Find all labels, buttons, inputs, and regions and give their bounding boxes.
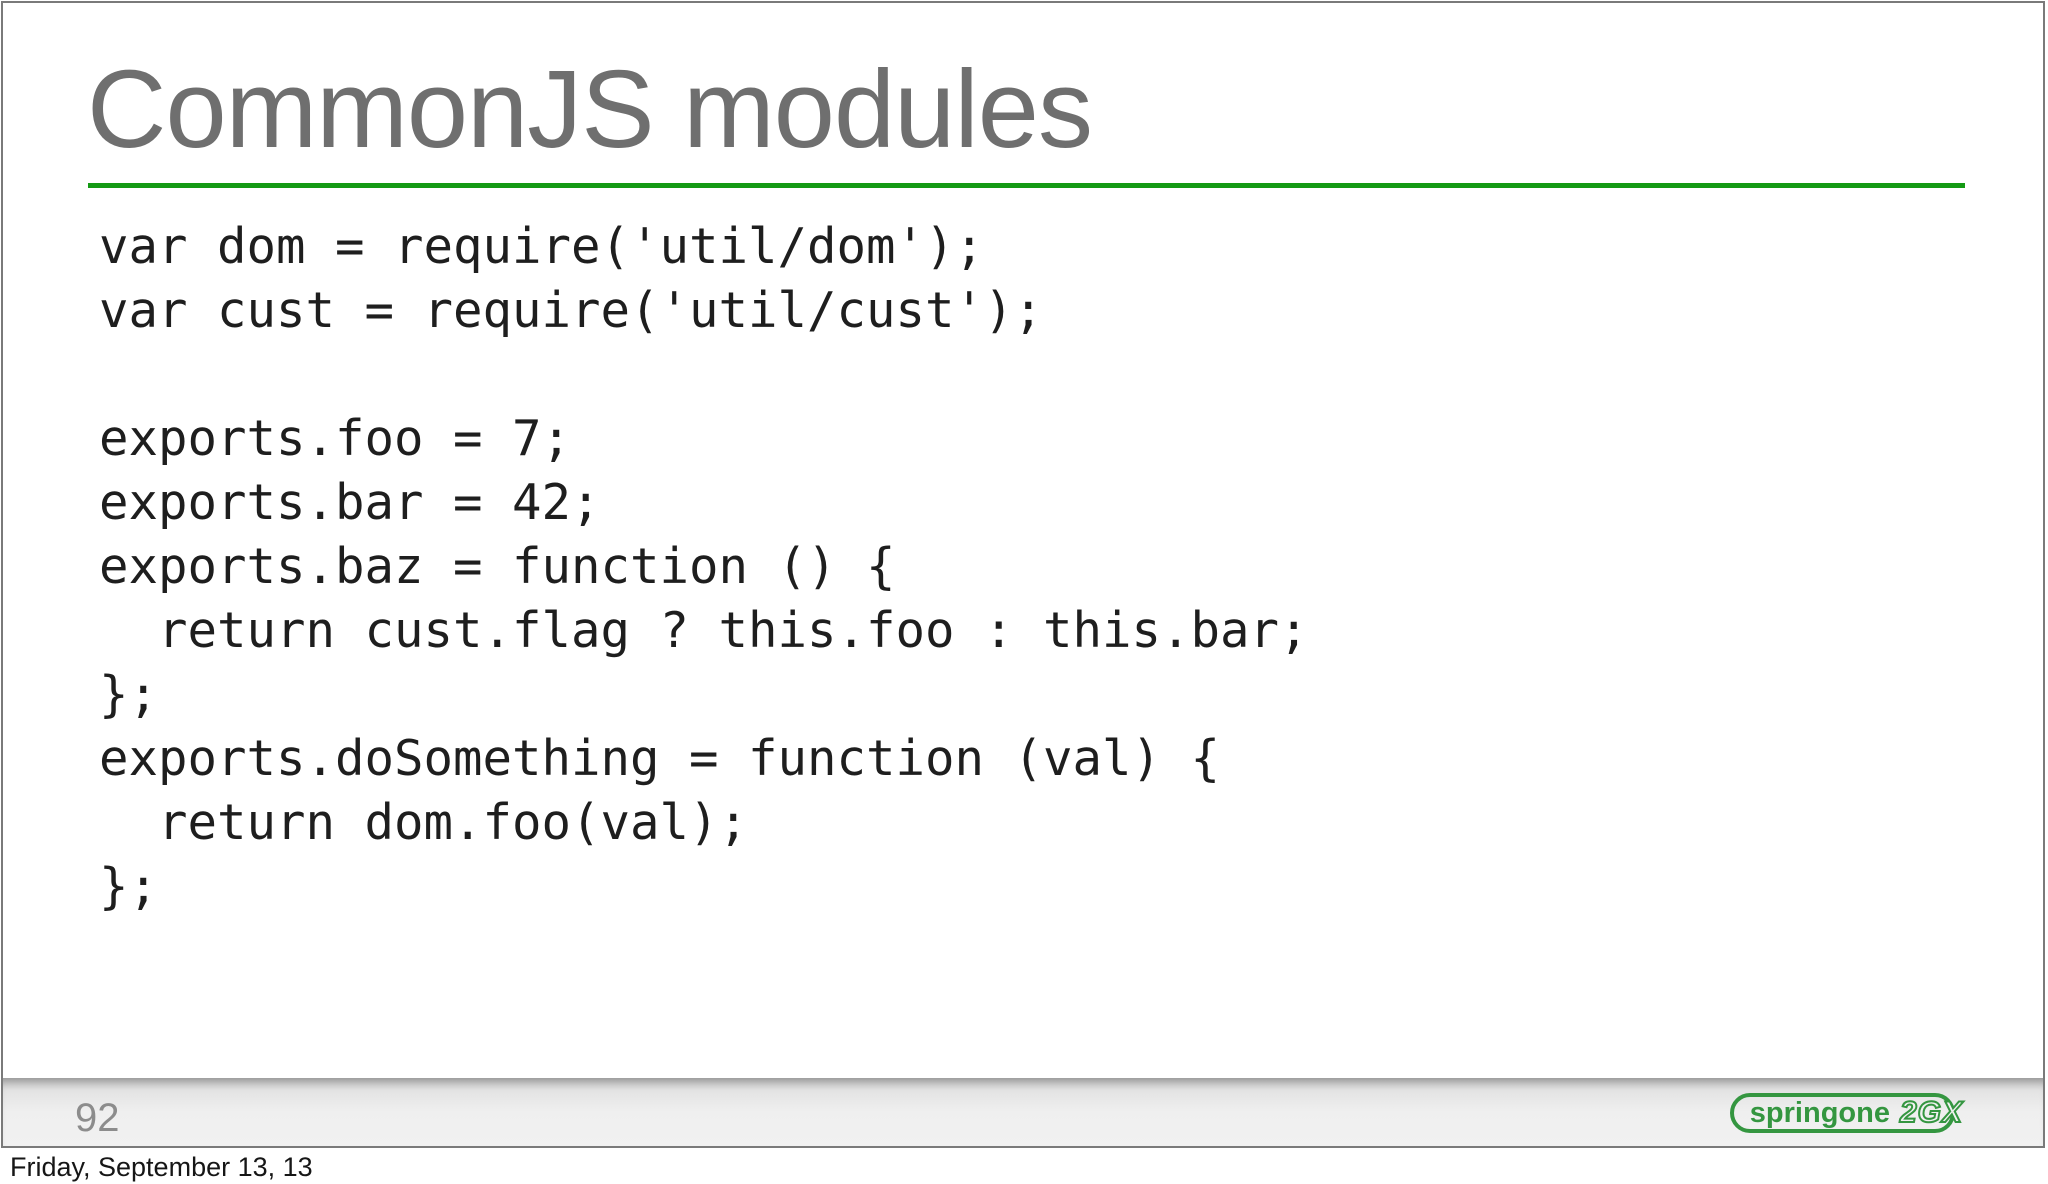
page-number: 92 <box>75 1096 120 1140</box>
code-block: var dom = require('util/dom'); var cust … <box>99 218 1309 915</box>
presenter-strip: Friday, September 13, 13 <box>0 1150 2048 1184</box>
logo-pill: springone 2GX <box>1729 1093 1963 1133</box>
slide-title: CommonJS modules <box>87 48 1093 171</box>
slide: CommonJS modules var dom = require('util… <box>1 1 2045 1148</box>
title-underline-rule <box>88 183 1965 188</box>
footer-bar: 92 springone 2GX <box>3 1078 2043 1146</box>
logo-2gx-text: 2GX <box>1899 1096 1963 1129</box>
logo-springone-text: springone <box>1749 1096 1890 1129</box>
springone-2gx-logo: springone 2GX <box>1729 1093 1963 1133</box>
presenter-date: Friday, September 13, 13 <box>10 1152 313 1182</box>
